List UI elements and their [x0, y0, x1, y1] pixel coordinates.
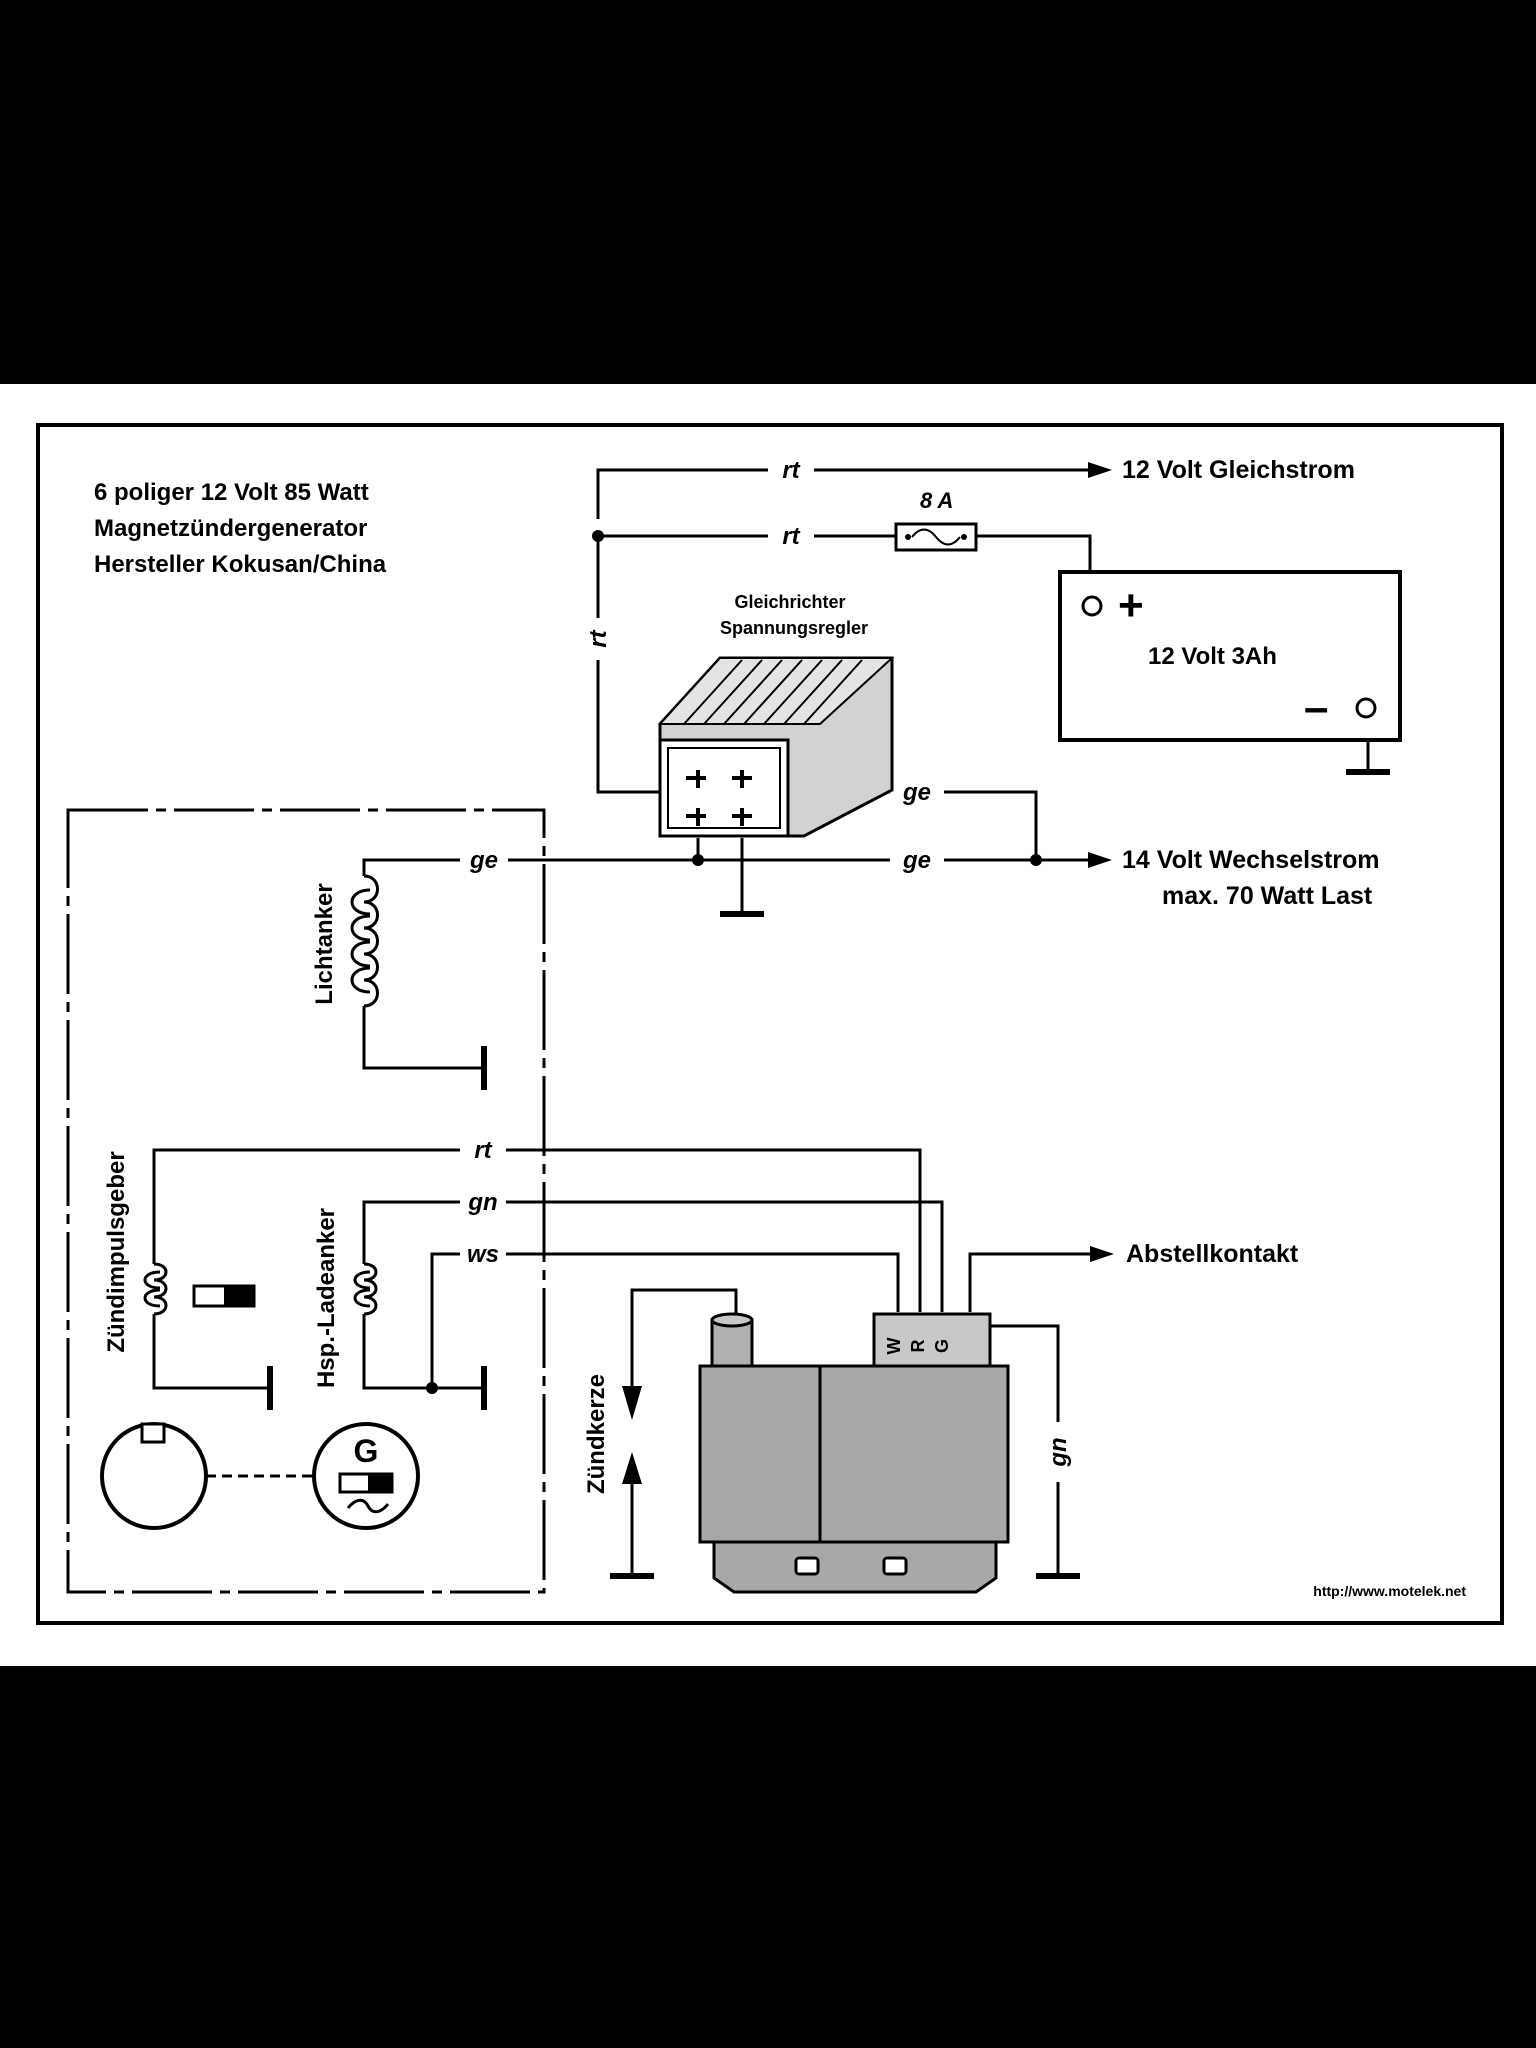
- fuse-label: 8 A: [920, 488, 953, 513]
- battery: [1058, 570, 1402, 742]
- pulse-coil: [143, 1262, 168, 1316]
- fuse: [894, 522, 978, 552]
- battery-label: 12 Volt 3Ah: [1148, 643, 1277, 670]
- regulator-label-2: Spannungsregler: [720, 618, 868, 638]
- terminal-r: R: [908, 1340, 928, 1353]
- wire-label-gn-ground: gn: [1045, 1437, 1072, 1467]
- arrow-kill: [1090, 1246, 1114, 1262]
- terminal-g: G: [932, 1339, 952, 1353]
- arrows: [622, 462, 1114, 1484]
- output-ac-label-2: max. 70 Watt Last: [1162, 882, 1373, 910]
- website-url: http://www.motelek.net: [1313, 1583, 1466, 1599]
- terminal-w: W: [884, 1338, 904, 1355]
- battery-plus: +: [1118, 581, 1144, 630]
- wire-label-gn-ignition: gn: [467, 1189, 497, 1216]
- light-coil: [350, 874, 379, 1008]
- regulator-label-1: Gleichrichter: [734, 592, 845, 612]
- wire-label-rt-vertical: rt: [585, 629, 612, 647]
- rotor-icon: [100, 1422, 208, 1530]
- generator-icon: [312, 1422, 420, 1530]
- battery-minus: –: [1304, 683, 1328, 732]
- charge-coil: [353, 1262, 378, 1316]
- wire-label-rt-ignition: rt: [474, 1137, 492, 1164]
- spark-gap-bottom: [622, 1452, 642, 1484]
- kill-switch-label: Abstellkontakt: [1126, 1240, 1299, 1268]
- wire-label-ge-regulator: ge: [902, 779, 931, 806]
- generator-boundary: [66, 808, 546, 1594]
- spark-gap-top: [622, 1386, 642, 1420]
- title-line-1: 6 poliger 12 Volt 85 Watt: [94, 479, 369, 506]
- wire-label-ge-right: ge: [902, 847, 931, 874]
- arrow-ac: [1088, 852, 1112, 868]
- spark-plug-label: Zündkerze: [583, 1374, 610, 1494]
- junction-dots: [426, 530, 1042, 1394]
- output-dc-label: 12 Volt Gleichstrom: [1122, 456, 1355, 484]
- title-line-3: Hersteller Kokusan/China: [94, 551, 387, 578]
- wire-label-rt-fuse: rt: [782, 523, 800, 550]
- regulator: [657, 656, 895, 838]
- output-ac-label-1: 14 Volt Wechselstrom: [1122, 846, 1380, 874]
- generator-symbol-label: G: [354, 1433, 379, 1469]
- diagram-border: [36, 423, 1504, 1625]
- ignition-coil: [698, 1312, 1010, 1594]
- title-line-2: Magnetzündergenerator: [94, 515, 367, 542]
- wire-label-rt-top: rt: [782, 457, 800, 484]
- arrow-dc: [1088, 462, 1112, 478]
- ground-symbols: [267, 769, 1390, 1579]
- charge-coil-label: Hsp.-Ladeanker: [313, 1208, 340, 1388]
- wire-label-ge-left: ge: [469, 847, 498, 874]
- wire-label-ws-ignition: ws: [467, 1241, 499, 1268]
- light-coil-label: Lichtanker: [311, 883, 338, 1004]
- wires: [152, 468, 1370, 1574]
- pulse-magnet-icon: [192, 1284, 256, 1308]
- pulse-coil-label: Zündimpulsgeber: [103, 1151, 130, 1352]
